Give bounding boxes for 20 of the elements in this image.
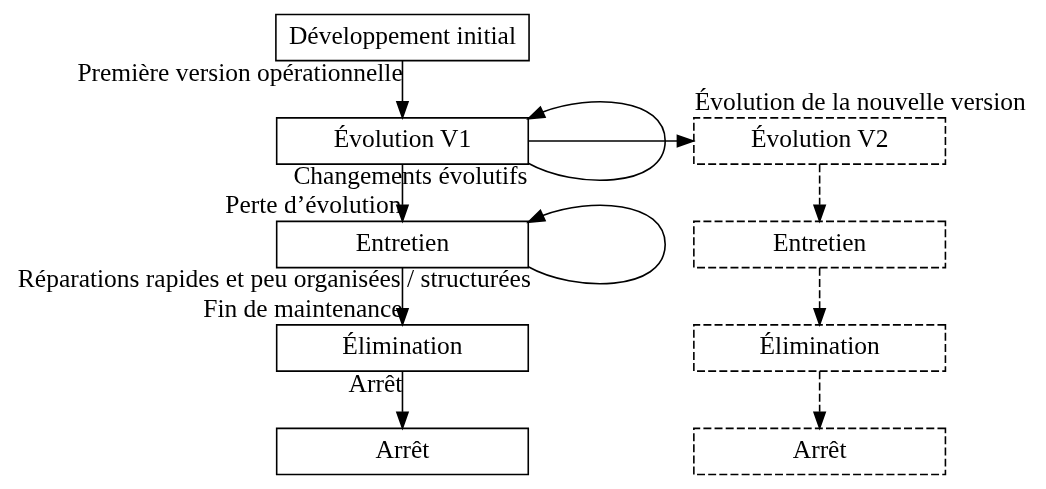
node-box: Entretien: [275, 220, 529, 269]
node-box: Arrêt: [275, 427, 529, 476]
node-box: Élimination: [275, 324, 529, 372]
edge-label: Fin de maintenance: [202, 293, 403, 323]
node-label: Évolution de la nouvelle version: [694, 86, 1026, 116]
node-box: Élimination: [692, 324, 946, 372]
arrow: [812, 267, 826, 328]
node-box: Évolution V2: [692, 117, 946, 165]
arrow: [812, 163, 826, 224]
node-box: Arrêt: [692, 427, 946, 476]
arrow: [525, 101, 666, 182]
arrow: [395, 60, 409, 121]
node-box: Entretien: [692, 220, 946, 269]
arrow: [525, 204, 666, 285]
edge-label: Perte d’évolution: [224, 190, 401, 220]
arrow: [812, 370, 826, 431]
node-box: Développement initial: [274, 13, 530, 62]
node-box: Évolution V1: [275, 117, 529, 165]
arrow: [527, 134, 696, 148]
arrow: [395, 370, 409, 431]
